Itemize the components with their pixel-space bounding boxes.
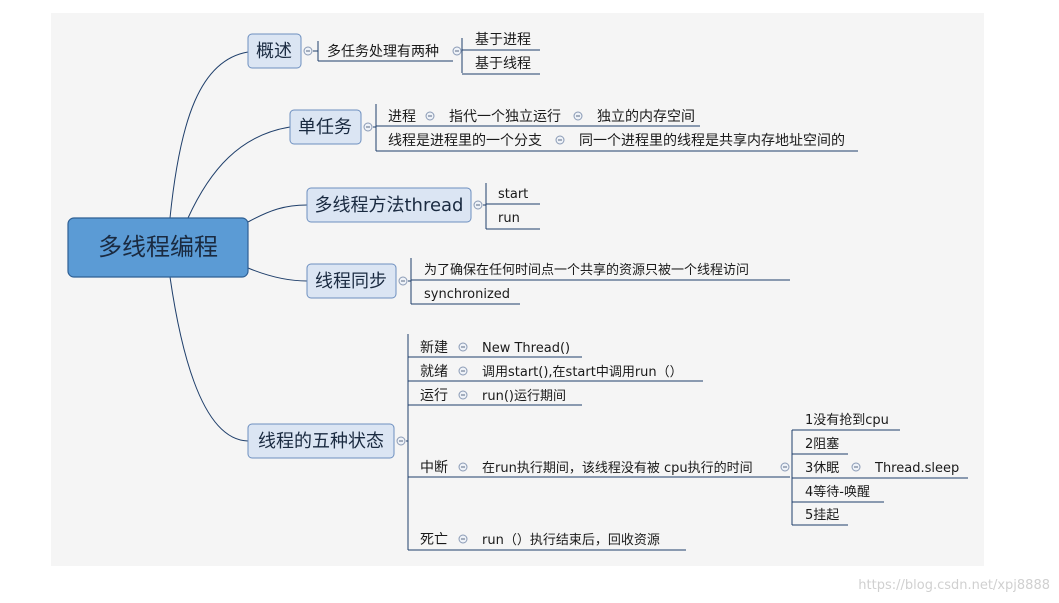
collapse-icon[interactable] <box>458 534 468 544</box>
connector-states <box>169 276 249 442</box>
collapse-icon[interactable] <box>458 390 468 400</box>
thread-branch-label: 线程是进程里的一个分支 <box>388 133 542 149</box>
branch-overview: 概述 多任务处理有两种 基于进程 基于线程 <box>247 31 540 75</box>
collapse-icon[interactable] <box>396 436 406 446</box>
connector-single-task <box>187 126 291 219</box>
mindmap-canvas <box>51 13 984 566</box>
blocked-item-suspend: 5挂起 <box>805 508 839 523</box>
states-label: 线程的五种状态 <box>258 431 384 452</box>
branch-single-task: 单任务 进程 指代一个独立运行 独立的内存空间 线程是进程里的一个分支 同一个进… <box>289 104 858 152</box>
sync-purpose: 为了确保在任何时间点一个共享的资源只被一个线程访问 <box>424 262 749 278</box>
state-blocked: 中断 <box>420 460 448 476</box>
collapse-icon[interactable] <box>851 462 861 472</box>
collapse-icon[interactable] <box>573 111 583 121</box>
collapse-icon[interactable] <box>452 46 462 56</box>
state-dead-desc: run（）执行结束后，回收资源 <box>482 533 660 548</box>
connector-overview <box>169 51 249 219</box>
sync-label: 线程同步 <box>315 271 387 292</box>
thread-method-box[interactable] <box>306 187 472 223</box>
thread-method-start: start <box>498 187 528 202</box>
state-dead: 死亡 <box>420 532 448 548</box>
collapse-icon[interactable] <box>555 135 565 145</box>
branch-sync: 线程同步 为了确保在任何时间点一个共享的资源只被一个线程访问 synchroni… <box>306 258 790 305</box>
root-label: 多线程编程 <box>98 233 218 261</box>
process-memory: 独立的内存空间 <box>597 109 695 125</box>
states-box[interactable] <box>247 423 395 459</box>
thread-shared-memory: 同一个进程里的线程是共享内存地址空间的 <box>579 132 845 149</box>
collapse-icon[interactable] <box>363 122 373 132</box>
sync-box[interactable] <box>306 263 397 299</box>
sleep-desc: Thread.sleep <box>874 461 959 476</box>
single-task-label: 单任务 <box>298 117 352 138</box>
blocked-item-block: 2阻塞 <box>805 436 839 452</box>
collapse-icon[interactable] <box>458 462 468 472</box>
state-ready-desc: 调用start(),在start中调用run（） <box>482 365 683 380</box>
overview-item-thread: 基于线程 <box>475 55 531 72</box>
collapse-icon[interactable] <box>458 342 468 352</box>
sync-keyword: synchronized <box>424 287 510 302</box>
state-ready: 就绪 <box>420 364 448 380</box>
collapse-icon[interactable] <box>425 111 435 121</box>
blocked-item-wait: 4等待-唤醒 <box>805 484 870 500</box>
blocked-item-no-cpu: 1没有抢到cpu <box>805 412 889 428</box>
state-running: 运行 <box>420 388 448 404</box>
blocked-item-sleep: 3休眠 <box>805 461 839 476</box>
collapse-icon[interactable] <box>458 366 468 376</box>
collapse-icon[interactable] <box>303 46 313 56</box>
process-label: 进程 <box>388 109 416 125</box>
thread-method-label: 多线程方法thread <box>314 195 463 216</box>
branch-states: 线程的五种状态 新建 New Thread() 就绪 调用start(),在st… <box>247 334 968 551</box>
root-connectors <box>169 51 308 442</box>
connector-sync <box>247 267 308 282</box>
overview-item-process: 基于进程 <box>475 31 531 48</box>
collapse-icon[interactable] <box>473 200 483 210</box>
state-running-desc: run()运行期间 <box>482 389 566 404</box>
branch-thread-method: 多线程方法thread start run <box>306 183 540 230</box>
state-new: 新建 <box>420 340 448 356</box>
collapse-icon[interactable] <box>780 462 790 472</box>
connector-thread-method <box>247 204 308 223</box>
process-desc: 指代一个独立运行 <box>449 109 561 125</box>
watermark: https://blog.csdn.net/xpj8888 <box>858 578 1050 593</box>
single-task-box[interactable] <box>289 109 362 145</box>
root-node[interactable]: 多线程编程 <box>67 217 249 278</box>
overview-box[interactable] <box>247 33 302 69</box>
state-new-desc: New Thread() <box>482 341 570 356</box>
state-blocked-desc: 在run执行期间，该线程没有被 cpu执行的时间 <box>482 460 753 476</box>
collapse-icon[interactable] <box>398 276 408 286</box>
overview-label: 概述 <box>256 41 292 62</box>
thread-method-run: run <box>498 211 520 226</box>
overview-child: 多任务处理有两种 <box>327 43 439 60</box>
